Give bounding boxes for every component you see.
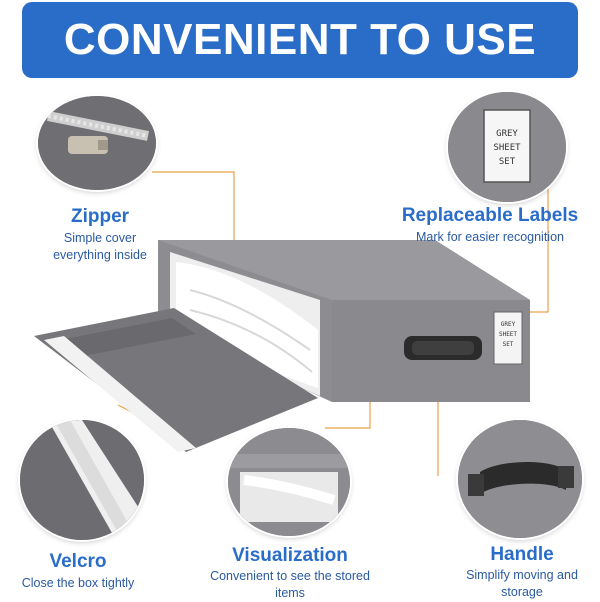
box-top — [158, 240, 530, 300]
handle-icon — [480, 461, 566, 494]
labels-description: Mark for easier recognition — [416, 230, 564, 244]
visualization-description: Convenient to see the stored items — [210, 569, 370, 600]
velcro-title: Velcro — [49, 551, 107, 572]
visualization-leader-line — [325, 392, 371, 429]
velcro-description: Close the box tightly — [21, 576, 135, 590]
svg-text:SET: SET — [503, 341, 514, 348]
svg-text:SET: SET — [499, 157, 516, 167]
svg-text:SHEET: SHEET — [493, 143, 521, 153]
visualization-title: Visualization — [232, 545, 348, 566]
visualization-detail-image — [228, 428, 350, 536]
zipper-title: Zipper — [70, 206, 130, 227]
label-card — [483, 109, 531, 183]
labels-detail-image: GREY SHEET SET — [448, 92, 566, 202]
svg-text:SHEET: SHEET — [499, 331, 517, 338]
zipper-description: Simple cover everything inside — [53, 231, 147, 262]
velcro-strip — [44, 336, 196, 452]
handle-description: Simplify moving and storage — [466, 568, 578, 599]
svg-text:GREY: GREY — [501, 321, 516, 328]
velcro-detail-image — [20, 420, 144, 540]
handle-detail-image — [458, 420, 582, 538]
banner-title: CONVENIENT TO USE — [63, 15, 537, 64]
folded-sheets — [176, 262, 318, 388]
zipper-detail-image — [38, 96, 156, 190]
handle-title: Handle — [490, 544, 554, 565]
svg-text:GREY: GREY — [496, 129, 518, 139]
box-label-window — [493, 311, 523, 365]
labels-title: Replaceable Labels — [401, 205, 579, 226]
header-banner: CONVENIENT TO USE — [22, 2, 578, 78]
